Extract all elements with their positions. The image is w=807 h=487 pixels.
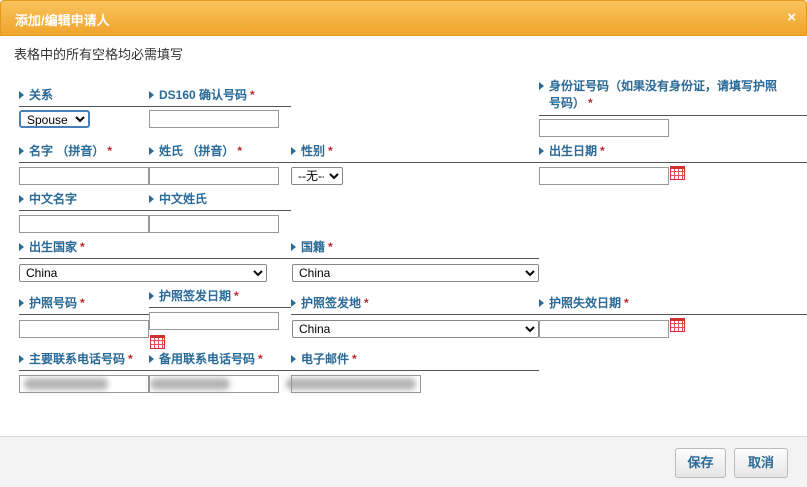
ds160-input[interactable] [149, 110, 279, 128]
dialog-footer: 保存 取消 [0, 436, 807, 487]
form-note: 表格中的所有空格均必需填写 [14, 47, 184, 62]
surname-cn-label: 中文姓氏 [149, 191, 291, 211]
cancel-button[interactable]: 取消 [734, 448, 788, 478]
given-name-pinyin-input[interactable] [19, 167, 149, 185]
ds160-label: DS160 确认号码* [149, 87, 291, 107]
save-button[interactable]: 保存 [675, 448, 726, 478]
passport-issue-place-label: 护照签发地* [291, 295, 539, 315]
birth-country-select[interactable]: China [19, 264, 267, 282]
dialog-titlebar: 添加/编辑申请人 × [0, 0, 807, 36]
calendar-icon[interactable] [150, 335, 165, 349]
gender-label: 性别* [291, 143, 539, 163]
dialog-title: 添加/编辑申请人 [15, 13, 110, 28]
id-number-label: 身份证号码（如果没有身份证，请填写护照号码）* [539, 78, 807, 116]
surname-cn-input[interactable] [149, 215, 279, 233]
birth-date-label: 出生日期* [539, 143, 807, 163]
passport-expiry-label: 护照失效日期* [539, 295, 807, 315]
passport-expiry-input[interactable] [539, 320, 669, 338]
nationality-label: 国籍* [291, 239, 539, 259]
redacted-value [286, 378, 416, 390]
given-name-pinyin-label: 名字 （拼音）* [19, 143, 149, 163]
redacted-value [150, 378, 230, 390]
redacted-value [24, 378, 108, 390]
given-name-cn-input[interactable] [19, 215, 149, 233]
calendar-icon[interactable] [670, 166, 685, 180]
calendar-icon[interactable] [670, 318, 685, 332]
passport-number-input[interactable] [19, 320, 149, 338]
gender-select[interactable]: --无-- [291, 167, 343, 185]
dialog-body: 表格中的所有空格均必需填写 关系 Spouse DS160 确认号码* 身份证号… [0, 36, 807, 436]
passport-issue-date-label: 护照签发日期* [149, 288, 291, 308]
id-number-input[interactable] [539, 119, 669, 137]
relation-select[interactable]: Spouse [19, 110, 90, 128]
passport-issue-place-select[interactable]: China [292, 320, 539, 338]
birth-country-label: 出生国家* [19, 239, 291, 259]
close-icon[interactable]: × [787, 9, 796, 26]
nationality-select[interactable]: China [292, 264, 539, 282]
primary-phone-label: 主要联系电话号码* [19, 351, 149, 371]
passport-issue-date-input[interactable] [149, 312, 279, 330]
backup-phone-label: 备用联系电话号码* [149, 351, 291, 371]
relation-label: 关系 [19, 87, 149, 107]
email-label: 电子邮件* [291, 351, 539, 371]
birth-date-input[interactable] [539, 167, 669, 185]
given-name-cn-label: 中文名字 [19, 191, 149, 211]
surname-pinyin-input[interactable] [149, 167, 279, 185]
passport-number-label: 护照号码* [19, 295, 149, 315]
surname-pinyin-label: 姓氏 （拼音）* [149, 143, 291, 163]
